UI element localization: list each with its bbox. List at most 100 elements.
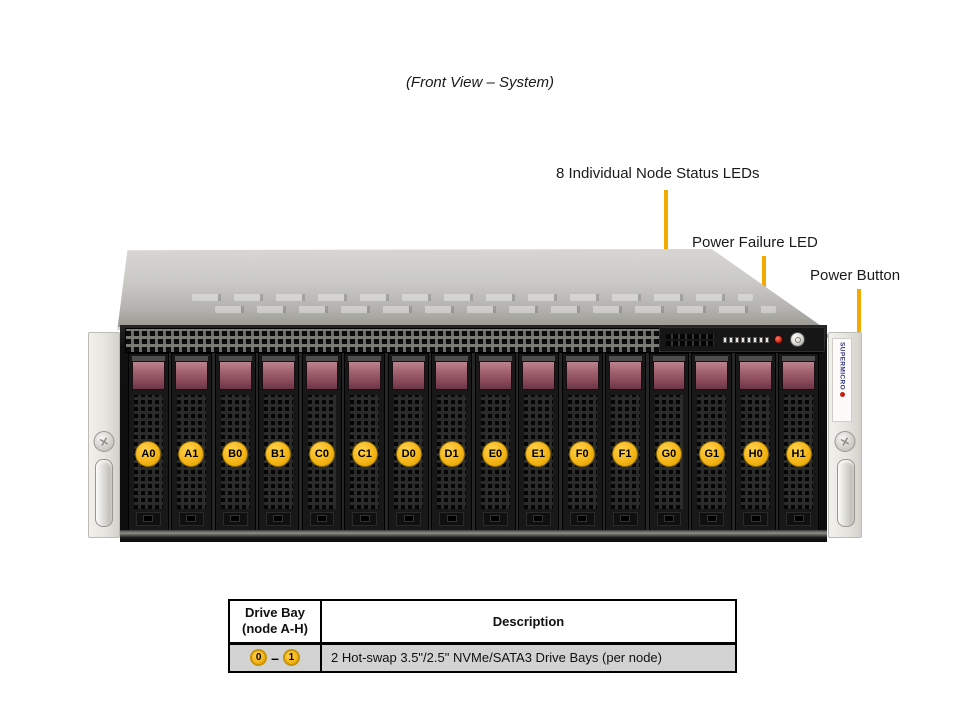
- power-button-control: [790, 332, 805, 347]
- tray-latch: [174, 361, 208, 390]
- control-panel-vents: [666, 333, 714, 346]
- tray-top-lip: [608, 356, 642, 361]
- drive-bay-label: D0: [395, 441, 422, 467]
- drive-bay-label: A0: [135, 441, 162, 467]
- tray-latch: [739, 361, 773, 390]
- bay-number-badge: 0: [250, 649, 268, 666]
- node-drive-group: E0 E1: [475, 353, 559, 531]
- tray-foot: [569, 512, 595, 526]
- tray-top-lip: [132, 356, 165, 361]
- tray-perforated-body: F0: [567, 395, 597, 509]
- thumbscrew-icon: [93, 431, 115, 452]
- callout-node-status-leds: 8 Individual Node Status LEDs: [556, 165, 760, 182]
- bay-number-badge: 1: [282, 649, 300, 666]
- drive-bay-label: C1: [351, 441, 378, 467]
- lid-vent-row: [215, 306, 777, 313]
- spec-description-cell: 2 Hot-swap 3.5"/2.5" NVMe/SATA3 Drive Ba…: [320, 644, 735, 671]
- tray-perforated-body: D1: [437, 395, 466, 509]
- node-drive-group: A0 A1: [128, 353, 212, 531]
- tray-latch: [218, 361, 252, 390]
- node-status-leds: [723, 336, 769, 343]
- node-status-led: [759, 336, 763, 343]
- tray-top-lip: [782, 356, 815, 361]
- tray-foot: [265, 512, 291, 526]
- drive-tray: G0: [648, 353, 690, 531]
- tray-latch: [521, 361, 555, 390]
- tray-perforated-body: E1: [523, 395, 553, 509]
- spec-table-row: 0 – 1 2 Hot-swap 3.5"/2.5" NVMe/SATA3 Dr…: [230, 641, 735, 671]
- drive-tray: B1: [257, 353, 299, 531]
- drive-tray: E0: [475, 353, 516, 531]
- chassis-bottom-rim: [120, 530, 827, 542]
- tray-top-lip: [652, 356, 686, 361]
- node-drive-group: C0 C1: [301, 353, 386, 531]
- tray-top-lip: [565, 356, 599, 361]
- tray-foot: [136, 512, 161, 526]
- drive-bay-label: B0: [222, 441, 249, 467]
- brand-text: SUPERMICRO: [838, 342, 846, 391]
- drive-tray: C0: [301, 353, 343, 531]
- tray-latch: [305, 361, 339, 390]
- drive-tray: C1: [344, 353, 386, 531]
- tray-top-lip: [305, 356, 339, 361]
- control-panel: [659, 327, 825, 352]
- tray-latch: [608, 361, 642, 390]
- drive-bay-label: E0: [482, 441, 509, 467]
- tray-latch: [435, 361, 468, 390]
- tray-top-lip: [174, 356, 208, 361]
- node-status-led: [723, 336, 727, 343]
- node-drive-group: H0 H1: [735, 353, 819, 531]
- tray-foot: [309, 512, 335, 526]
- tray-top-lip: [479, 356, 512, 361]
- thumbscrew-icon: [834, 431, 856, 452]
- tray-latch: [652, 361, 686, 390]
- drive-tray: D0: [388, 353, 430, 531]
- tray-foot: [396, 512, 422, 526]
- drive-bay-label: E1: [525, 441, 552, 467]
- brand-dot-icon: [839, 392, 845, 398]
- spec-header-drive-bay: Drive Bay (node A-H): [242, 605, 308, 637]
- tray-perforated-body: D0: [394, 395, 424, 509]
- drive-bay-label: F0: [569, 441, 596, 467]
- node-status-led: [753, 336, 757, 343]
- chassis-handle-right: [837, 459, 855, 527]
- drive-bay-label: B1: [265, 441, 292, 467]
- tray-latch: [479, 361, 512, 390]
- drive-bay-label: H0: [742, 441, 769, 467]
- tray-top-lip: [521, 356, 555, 361]
- tray-latch: [565, 361, 599, 390]
- tray-foot: [525, 512, 551, 526]
- spec-bay-range: 0 – 1: [230, 645, 320, 671]
- drive-tray: A0: [128, 353, 169, 531]
- tray-foot: [439, 512, 464, 526]
- lid-vent-row: [192, 294, 753, 301]
- tray-foot: [178, 512, 204, 526]
- tray-foot: [656, 512, 682, 526]
- tray-foot: [222, 512, 248, 526]
- drive-bay-label: A1: [178, 441, 205, 467]
- tray-foot: [483, 512, 508, 526]
- tray-latch: [261, 361, 295, 390]
- rack-ear-left: [88, 332, 120, 538]
- drive-tray: H1: [778, 353, 819, 531]
- chassis-handle-left: [95, 459, 113, 527]
- drive-tray: F1: [604, 353, 646, 531]
- tray-perforated-body: A1: [176, 395, 206, 509]
- drive-bay-label: H1: [785, 441, 812, 467]
- tray-perforated-body: E0: [481, 395, 510, 509]
- drive-tray: E1: [517, 353, 559, 531]
- drive-bay-label: C0: [308, 441, 335, 467]
- drive-tray: G1: [691, 353, 733, 531]
- tray-top-lip: [435, 356, 468, 361]
- bay-range-dash: –: [271, 649, 279, 666]
- tray-latch: [132, 361, 165, 390]
- tray-top-lip: [348, 356, 382, 361]
- tray-foot: [699, 512, 725, 526]
- drive-tray: B0: [214, 353, 256, 531]
- callout-power-failure-led: Power Failure LED: [692, 234, 818, 251]
- tray-latch: [695, 361, 729, 390]
- drive-tray: H0: [735, 353, 777, 531]
- brand-label: SUPERMICRO: [832, 338, 852, 422]
- node-status-led: [735, 336, 739, 343]
- chassis-top-lid: [117, 248, 827, 330]
